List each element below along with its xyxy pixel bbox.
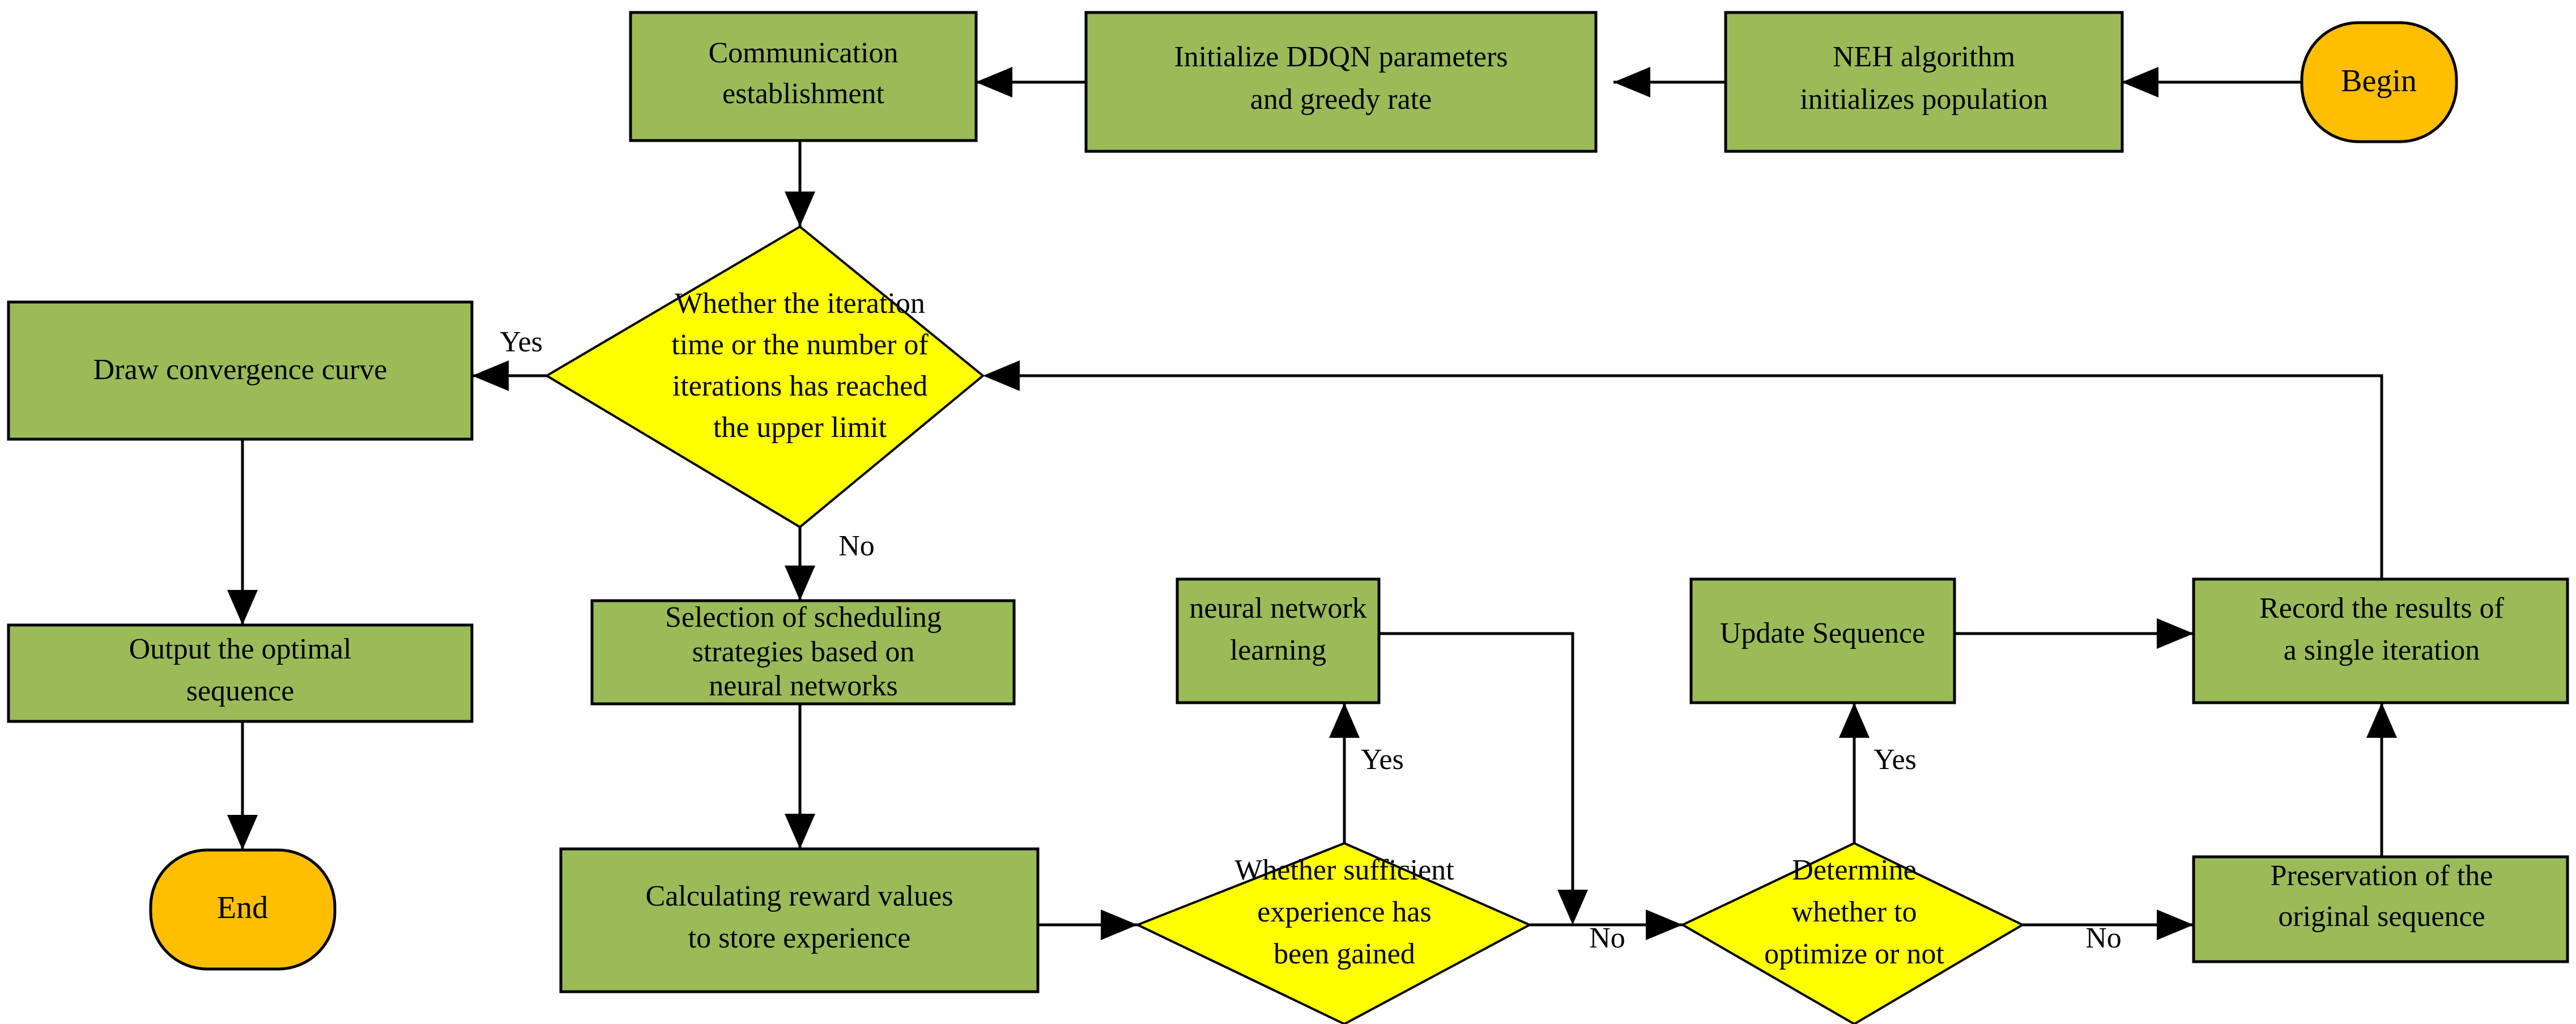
edge-label-yes-optimize: Yes — [1874, 743, 1917, 776]
node-preservation-original-sequence[interactable]: Preservation of the original sequence — [2192, 855, 2569, 963]
node-neural-network-learning[interactable]: neural network learning — [1176, 577, 1381, 704]
edge-label-no-optimize: No — [2085, 922, 2122, 954]
node-neh-label-line1: NEH algorithm — [1833, 41, 2015, 73]
node-experience-label-line2: experience has — [1257, 896, 1431, 928]
node-nn-learning-label-line2: learning — [1230, 634, 1326, 666]
node-experience-label-line3: been gained — [1274, 938, 1415, 970]
node-output-label-line1: Output the optimal — [129, 633, 352, 665]
connector-optimize-yes-to-update — [1839, 703, 1870, 843]
connector-update-to-record — [1955, 618, 2194, 649]
connector-draw-curve-to-output — [227, 439, 258, 625]
connector-begin-to-neh — [2122, 67, 2302, 97]
node-iteration-label-line4: the upper limit — [713, 411, 887, 444]
node-neh-initializes-population[interactable]: NEH algorithm initializes population — [1724, 11, 2124, 153]
node-optimize-label-line1: Determine — [1792, 854, 1916, 886]
node-communication-establishment[interactable]: Communication establishment — [629, 11, 978, 142]
edge-label-yes-experience: Yes — [1361, 743, 1404, 776]
connector-experience-no-to-optimize — [1530, 910, 1683, 940]
connector-optimize-no-to-preservation — [2023, 910, 2194, 940]
node-optimize-label-line3: optimize or not — [1764, 938, 1944, 970]
node-begin[interactable]: Begin — [2300, 21, 2458, 143]
node-output-optimal-sequence[interactable]: Output the optimal sequence — [7, 623, 474, 723]
node-communication-label-line1: Communication — [708, 37, 898, 69]
edge-label-no-iteration: No — [838, 530, 875, 562]
connector-iteration-no-to-selection — [785, 527, 815, 601]
node-update-sequence[interactable]: Update Sequence — [1689, 577, 1956, 704]
connector-nn-learning-to-no-path — [1379, 632, 1588, 925]
edge-label-no-experience: No — [1589, 922, 1625, 954]
node-end[interactable]: End — [149, 848, 337, 971]
node-iteration-label-line1: Whether the iteration — [675, 287, 925, 320]
node-iteration-label-line2: time or the number of — [671, 329, 929, 361]
node-begin-label: Begin — [2341, 63, 2417, 99]
node-selection-label-line2: strategies based on — [692, 636, 915, 668]
node-selection-of-scheduling-strategies[interactable]: Selection of scheduling strategies based… — [590, 599, 1016, 706]
connector-init-to-communication — [976, 67, 1086, 97]
node-calculating-label-line1: Calculating reward values — [646, 880, 953, 912]
node-selection-label-line3: neural networks — [709, 670, 898, 702]
connector-preservation-to-record — [2366, 703, 2397, 857]
node-calculating-reward-values[interactable]: Calculating reward values to store exper… — [559, 847, 1040, 993]
node-initialize-ddqn-parameters[interactable]: Initialize DDQN parameters and greedy ra… — [1084, 11, 1598, 153]
connector-neh-to-init — [1613, 67, 1726, 97]
connector-selection-to-calculating — [785, 703, 815, 849]
node-optimize-label-line2: whether to — [1792, 896, 1917, 928]
node-nn-learning-label-line1: neural network — [1189, 592, 1366, 624]
node-output-label-line2: sequence — [186, 675, 295, 707]
node-iteration-limit-decision[interactable]: Whether the iteration time or the number… — [544, 225, 985, 529]
node-end-label: End — [217, 890, 268, 925]
node-init-ddqn-label-line1: Initialize DDQN parameters — [1174, 41, 1508, 73]
connector-experience-yes-to-nn-learning — [1329, 703, 1360, 843]
node-update-sequence-label: Update Sequence — [1720, 617, 1925, 649]
node-preservation-label-line2: original sequence — [2278, 900, 2485, 933]
node-init-ddqn-label-line2: and greedy rate — [1250, 83, 1432, 116]
node-communication-label-line2: establishment — [722, 78, 885, 110]
node-sufficient-experience-decision[interactable]: Whether sufficient experience has been g… — [1135, 842, 1532, 1024]
node-draw-curve-label: Draw convergence curve — [93, 354, 388, 386]
edge-label-yes-iteration: Yes — [500, 326, 543, 358]
connector-record-to-iteration-feedback — [983, 360, 2383, 579]
connector-iteration-yes-to-draw-curve — [472, 360, 547, 391]
node-selection-label-line1: Selection of scheduling — [665, 601, 942, 634]
node-neh-label-line2: initializes population — [1800, 83, 2048, 116]
connector-output-to-end — [227, 721, 258, 850]
node-record-results-single-iteration[interactable]: Record the results of a single iteration — [2192, 577, 2569, 704]
node-calculating-label-line2: to store experience — [688, 922, 911, 954]
node-draw-convergence-curve[interactable]: Draw convergence curve — [7, 300, 474, 441]
node-experience-label-line1: Whether sufficient — [1234, 854, 1454, 886]
node-record-label-line2: a single iteration — [2284, 634, 2480, 666]
node-preservation-label-line1: Preservation of the — [2271, 860, 2493, 892]
connector-communication-to-iteration — [785, 141, 815, 227]
node-record-label-line1: Record the results of — [2259, 592, 2504, 624]
node-iteration-label-line3: iterations has reached — [672, 370, 927, 402]
node-optimize-decision[interactable]: Determine whether to optimize or not — [1680, 842, 2025, 1024]
connector-calculating-to-experience — [1038, 910, 1138, 940]
